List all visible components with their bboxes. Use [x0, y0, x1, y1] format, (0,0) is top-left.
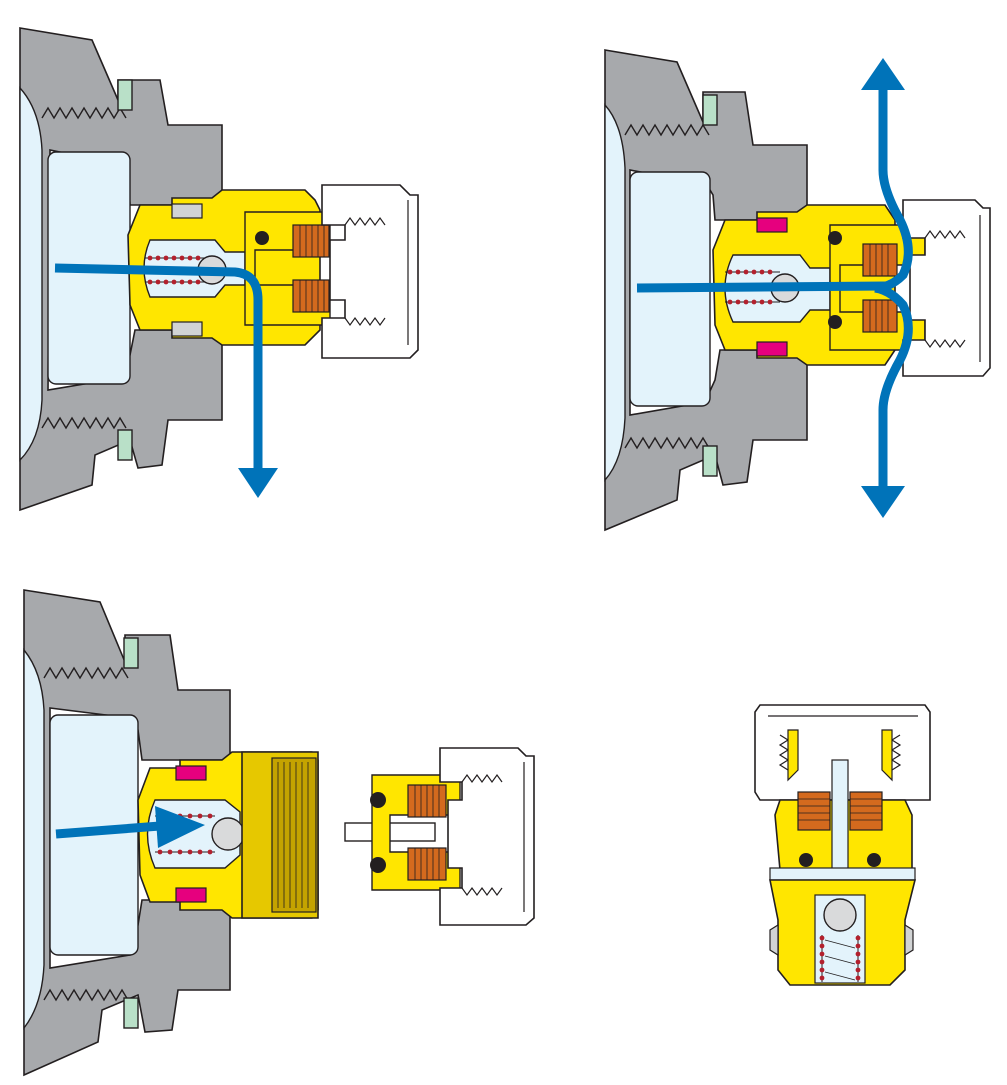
thread-bottom: [43, 988, 129, 1002]
fluid-cavity: [604, 103, 626, 482]
seal-bottom: [171, 321, 203, 337]
filter-top: [292, 224, 330, 258]
filter-top: [407, 784, 447, 818]
cap-thread-right: [890, 734, 902, 771]
oring-bottom: [123, 997, 139, 1029]
fluid-cavity: [23, 648, 45, 1031]
flow-arrow-down: [874, 283, 913, 490]
spring-coil: [819, 935, 861, 982]
filter-bottom: [862, 299, 898, 333]
flow-arrow-horizontal: [636, 281, 886, 293]
oring-black-bottom: [828, 315, 842, 329]
panel-closed-separate-svg: [23, 589, 535, 1077]
housing-body: [23, 589, 231, 1077]
separate-coupling: [344, 747, 535, 926]
seal-bottom-magenta: [175, 887, 207, 903]
oring-black-top: [370, 792, 386, 808]
seal-top-magenta: [756, 217, 788, 233]
panel-connected-split-svg: [604, 49, 991, 532]
seal-band: [769, 867, 916, 881]
oring-top: [117, 79, 133, 111]
cap-thread-bottom: [344, 316, 386, 327]
valve-cap-knurl: [271, 757, 317, 913]
check-ball: [211, 817, 245, 851]
cap-thread-left: [778, 734, 790, 771]
oring-bottom: [702, 445, 718, 477]
check-ball: [823, 898, 857, 932]
filter-left: [797, 791, 831, 831]
flow-arrow-blocked: [55, 821, 161, 839]
cap-inner-left: [787, 729, 799, 782]
thread-top: [41, 106, 127, 120]
thread-bottom: [624, 436, 710, 450]
cap-thread-top: [924, 229, 966, 240]
coupling-probe: [831, 759, 849, 886]
coupling-cap: [439, 747, 535, 926]
filter-bottom: [292, 279, 330, 313]
panel-vertical-section-svg: [754, 704, 931, 986]
spring-coil: [725, 269, 780, 305]
flow-arrow-head-down: [861, 486, 905, 518]
cap-thread-bottom: [461, 886, 503, 897]
coupling-cap: [321, 184, 419, 359]
panel-connected-split: [585, 49, 1005, 540]
oring-top: [123, 637, 139, 669]
cap-inner-right: [881, 729, 893, 782]
filter-top: [862, 243, 898, 277]
flow-arrow-up: [874, 80, 913, 293]
panel-connected-drain: [0, 0, 450, 530]
seal-top-magenta: [175, 765, 207, 781]
oring-black-bottom: [370, 857, 386, 873]
valve-cap-thread: [277, 762, 309, 908]
oring-black: [255, 231, 269, 245]
oring-top: [702, 94, 718, 126]
panel-closed-separate: [0, 589, 560, 1080]
cap-thread-top: [344, 216, 386, 227]
flow-arrow-head: [238, 468, 278, 498]
oring-bottom: [117, 429, 133, 461]
flow-arrow-head-up: [861, 58, 905, 90]
coupling-cap: [902, 199, 991, 377]
cap-thread-bottom: [924, 338, 966, 349]
thread-top: [624, 123, 710, 137]
seal-top: [171, 203, 203, 219]
filter-right: [849, 791, 883, 831]
fluid-cavity: [19, 86, 43, 462]
thread-top: [43, 666, 129, 680]
oring-black-right: [867, 853, 881, 867]
spring-coil: [145, 255, 210, 285]
oring-black-top: [828, 231, 842, 245]
side-seal-right: [904, 923, 914, 957]
panel-connected-drain-svg: [19, 27, 419, 512]
flow-arrow-head-blocked: [155, 806, 205, 848]
panel-vertical-section: [740, 700, 940, 1000]
thread-bottom: [41, 416, 127, 430]
flow-arrow-path: [54, 263, 263, 470]
filter-bottom: [407, 847, 447, 881]
oring-black-left: [799, 853, 813, 867]
seal-bottom-magenta: [756, 341, 788, 357]
side-seal-left: [769, 923, 779, 957]
cap-thread-top: [461, 773, 503, 784]
